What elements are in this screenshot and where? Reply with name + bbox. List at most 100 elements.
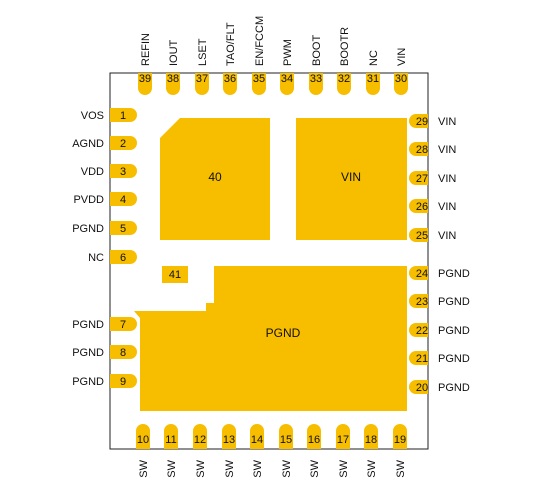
pin-15-pad [279,424,293,449]
pin-35-label: EN/FCCM [254,16,266,66]
pin-19-label: SW [395,459,407,477]
pin-21-label: PGND [438,353,470,365]
pin-16-label: SW [309,459,321,477]
pin-27-number: 27 [416,173,428,185]
exposed-pad-40-label: 40 [208,170,222,184]
pin-15-number: 15 [280,434,292,446]
pin-12-label: SW [195,459,207,477]
pin-37-pad [195,73,209,95]
pin-2-number: 2 [120,138,126,150]
exposed-pad-pgnd [134,266,407,411]
pin-1-label: VOS [81,110,104,122]
exposed-pad-vin [296,118,407,240]
pin-24-number: 24 [416,268,428,280]
pin-8-label: PGND [72,347,104,359]
pin-5-label: PGND [72,223,104,235]
pin-23-label: PGND [438,296,470,308]
pin-33-label: BOOT [311,35,323,66]
pin-20-label: PGND [438,382,470,394]
pin-30-number: 30 [395,73,407,85]
exposed-pad-41-label: 41 [169,269,181,281]
pin-34-label: PWM [282,39,294,66]
pin-24-pad [409,266,428,280]
pin-3-pad [110,164,137,178]
pin-39-number: 39 [139,73,151,85]
exposed-pad-41 [162,266,188,283]
exposed-pad-pgnd-label: PGND [266,326,301,340]
exposed-pad-vin-label: VIN [341,170,361,184]
pin-26-label: VIN [438,201,456,213]
pin-36-pad [223,73,237,95]
pin-31-number: 31 [367,73,379,85]
pin-18-label: SW [366,459,378,477]
pin-28-number: 28 [416,144,428,156]
pin-2-label: AGND [72,138,104,150]
pin-5-pad [110,221,137,235]
pin-5-number: 5 [120,223,126,235]
pin-14-number: 14 [251,434,263,446]
pin-22-pad [409,323,428,337]
pin-3-label: VDD [81,166,104,178]
pin-37-number: 37 [196,73,208,85]
pin-9-number: 9 [120,376,126,388]
pin-38-label: IOUT [168,39,180,66]
pin-11-number: 11 [165,434,176,446]
pin-39-pad [138,73,152,95]
pin-36-label: TAO/FLT [225,22,237,66]
pin-28-pad [409,142,428,156]
pin-30-label: VIN [396,48,408,66]
pin-18-number: 18 [365,434,377,446]
pin-13-label: SW [224,459,236,477]
pin-37-label: LSET [197,38,209,66]
pin-20-pad [409,380,428,394]
pin-11-label: SW [166,459,178,477]
pin-29-pad [409,114,428,128]
pin-32-pad [337,73,351,95]
pin-9-label: PGND [72,376,104,388]
pin-7-number: 7 [120,319,126,331]
pin-group: 1VOS2AGND3VDD4PVDD5PGND6NC7PGND8PGND9PGN… [72,16,470,478]
pin-35-pad [252,73,266,95]
pin-13-pad [222,424,236,449]
pin-27-pad [409,171,428,185]
pin-10-label: SW [138,459,150,477]
pin-32-label: BOOTR [339,27,351,66]
pin-25-number: 25 [416,230,428,242]
pin-6-label: NC [88,252,104,264]
pin-1-number: 1 [120,110,126,122]
pin-27-label: VIN [438,173,456,185]
pin-1-pad [110,108,137,122]
pin-10-pad [136,424,150,449]
pin-4-label: PVDD [73,194,104,206]
pin-18-pad [364,424,378,449]
pin-15-label: SW [281,459,293,477]
pin-23-pad [409,294,428,308]
pin-14-label: SW [252,459,264,477]
pin-17-number: 17 [337,434,349,446]
pin-38-number: 38 [167,73,179,85]
pin-17-pad [336,424,350,449]
pin-21-pad [409,351,428,365]
pin-4-number: 4 [120,194,126,206]
pin-29-label: VIN [438,116,456,128]
pin-22-label: PGND [438,325,470,337]
pin-12-pad [193,424,207,449]
pin-23-number: 23 [416,296,428,308]
pin-34-pad [280,73,294,95]
pin-14-pad [250,424,264,449]
pin-39-label: REFIN [140,33,152,66]
pin-4-pad [110,192,137,206]
pin-19-number: 19 [394,434,406,446]
pin-10-number: 10 [137,434,149,446]
pin-36-number: 36 [224,73,236,85]
pin-31-pad [366,73,380,95]
pin-25-pad [409,228,428,242]
pin-7-label: PGND [72,319,104,331]
pin-16-pad [307,424,321,449]
pin-22-number: 22 [416,325,428,337]
pin-28-label: VIN [438,144,456,156]
pin-6-number: 6 [120,252,126,264]
pin-17-label: SW [338,459,350,477]
pin-33-pad [309,73,323,95]
